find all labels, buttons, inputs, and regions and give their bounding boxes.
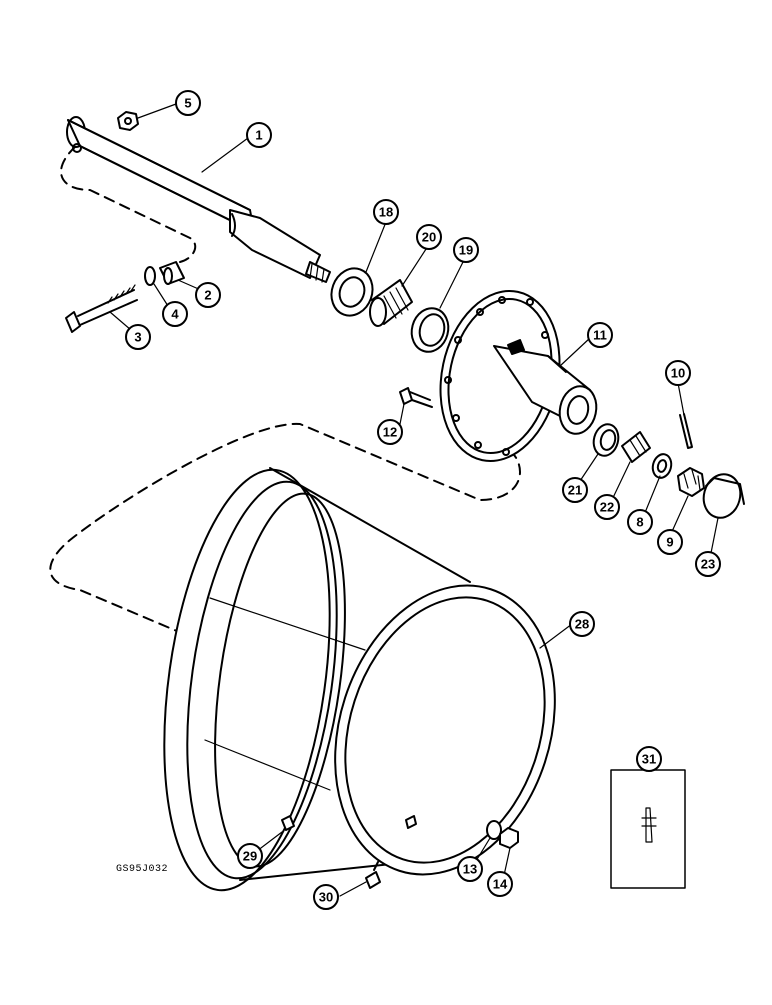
callout-23: 23 bbox=[701, 557, 715, 572]
callout-1: 1 bbox=[255, 128, 262, 143]
callout-18: 18 bbox=[379, 205, 393, 220]
wheel-hub bbox=[439, 290, 598, 462]
callout-circle-31 bbox=[636, 746, 662, 772]
washer-8 bbox=[651, 453, 673, 479]
callout-circle-22 bbox=[594, 494, 620, 520]
bearing-cup-21 bbox=[592, 423, 620, 457]
callout-circle-19 bbox=[453, 237, 479, 263]
callout-19: 19 bbox=[459, 243, 473, 258]
callout-9: 9 bbox=[666, 535, 673, 550]
callout-8: 8 bbox=[636, 515, 643, 530]
callout-circle-1 bbox=[246, 122, 272, 148]
callout-circle-23 bbox=[695, 551, 721, 577]
assembly-line-axle-bolt bbox=[60, 145, 197, 263]
callout-circle-28 bbox=[569, 611, 595, 637]
callout-30: 30 bbox=[319, 890, 333, 905]
callout-circle-13 bbox=[457, 856, 483, 882]
callout-29: 29 bbox=[243, 849, 257, 864]
cotter-pin-10 bbox=[679, 413, 693, 449]
callout-4: 4 bbox=[171, 307, 179, 322]
callout-5: 5 bbox=[184, 96, 191, 111]
stud-12 bbox=[399, 387, 433, 408]
callout-circle-3 bbox=[125, 324, 151, 350]
callout-21: 21 bbox=[568, 483, 582, 498]
assembly-line-hub-rim bbox=[49, 422, 521, 641]
callout-28: 28 bbox=[575, 617, 589, 632]
callout-circle-11 bbox=[587, 322, 613, 348]
callout-14: 14 bbox=[493, 877, 508, 892]
callout-circle-2 bbox=[195, 282, 221, 308]
nut-top bbox=[117, 111, 139, 131]
callout-circle-9 bbox=[657, 529, 683, 555]
callout-circle-21 bbox=[562, 477, 588, 503]
callout-circle-4 bbox=[162, 301, 188, 327]
callout-12: 12 bbox=[383, 425, 397, 440]
callout-31: 31 bbox=[642, 752, 656, 767]
washer-4 bbox=[144, 266, 156, 286]
bearing-cone-22 bbox=[621, 431, 651, 463]
callout-20: 20 bbox=[422, 230, 436, 245]
figure-reference-code: GS95J032 bbox=[116, 864, 169, 875]
spacer-2 bbox=[159, 261, 185, 285]
axle-shaft bbox=[66, 116, 331, 283]
callout-circle-12 bbox=[377, 419, 403, 445]
bolt-30 bbox=[365, 861, 381, 889]
callout-10: 10 bbox=[671, 366, 685, 381]
hub-cap-23 bbox=[702, 473, 745, 519]
callout-circle-8 bbox=[627, 509, 653, 535]
valve-stem bbox=[641, 807, 657, 843]
callout-3: 3 bbox=[134, 330, 141, 345]
callout-circle-5 bbox=[175, 90, 201, 116]
callout-circle-14 bbox=[487, 871, 513, 897]
callout-circle-20 bbox=[416, 224, 442, 250]
plug-29 bbox=[281, 815, 295, 831]
callout-circle-30 bbox=[313, 884, 339, 910]
callout-circle-10 bbox=[665, 360, 691, 386]
callout-circle-29 bbox=[237, 843, 263, 869]
nut-14 bbox=[499, 827, 519, 849]
castle-nut-9 bbox=[677, 467, 705, 497]
seal-18 bbox=[330, 267, 374, 317]
callout-13: 13 bbox=[463, 862, 477, 877]
wheel-rim bbox=[163, 467, 556, 892]
callout-22: 22 bbox=[600, 500, 614, 515]
callout-11: 11 bbox=[593, 328, 607, 343]
washer-13 bbox=[486, 820, 502, 840]
bearing-cone-20 bbox=[369, 279, 413, 327]
callout-circle-18 bbox=[373, 199, 399, 225]
callout-2: 2 bbox=[204, 288, 211, 303]
bearing-cup-19 bbox=[410, 307, 450, 353]
bolt-3 bbox=[65, 284, 138, 333]
